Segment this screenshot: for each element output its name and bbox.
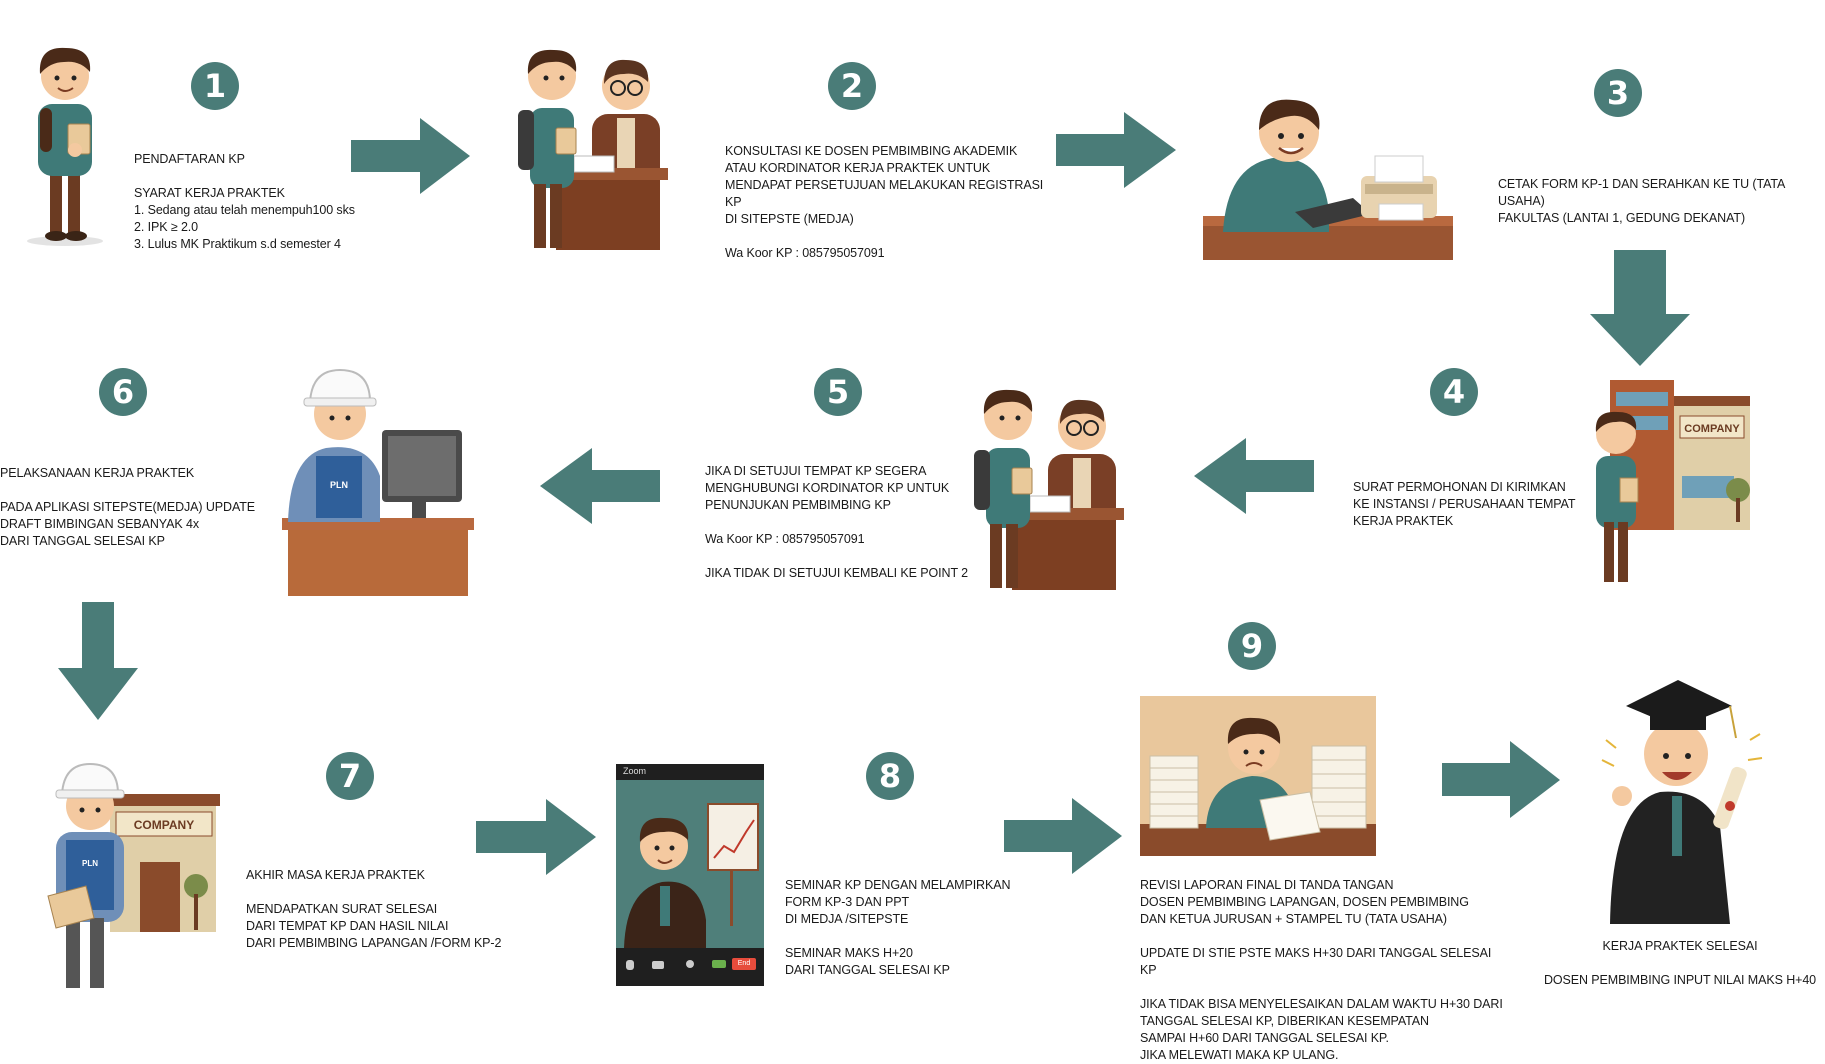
- step-5-badge: 5: [814, 368, 862, 416]
- pln-logo: PLN: [330, 480, 348, 490]
- zoom-share-icon[interactable]: [712, 960, 726, 968]
- step-8-badge: 8: [866, 752, 914, 800]
- worker-company-illustration: COMPANY PLN: [47, 762, 220, 988]
- step-4-badge: 4: [1430, 368, 1478, 416]
- zoom-video-icon[interactable]: [652, 961, 664, 969]
- student-illustration: [27, 47, 103, 246]
- step-6-text: PELAKSANAAN KERJA PRAKTEK PADA APLIKASI …: [0, 466, 256, 548]
- zoom-window: Zoom End: [616, 764, 764, 986]
- step-3-text: CETAK FORM KP-1 DAN SERAHKAN KE TU (TATA…: [1498, 177, 1785, 225]
- step-9-text: REVISI LAPORAN FINAL DI TANDA TANGAN DOS…: [1140, 878, 1503, 1062]
- step-2-text: KONSULTASI KE DOSEN PEMBIMBING AKADEMIK …: [725, 144, 1044, 260]
- printer-illustration: [1203, 99, 1453, 260]
- graduate-illustration: [1601, 680, 1763, 924]
- consultation-illustration: [518, 49, 668, 250]
- company-sign-2: COMPANY: [134, 818, 194, 832]
- zoom-title: Zoom: [623, 766, 647, 776]
- zoom-mic-icon[interactable]: [626, 960, 634, 970]
- step-1-badge: 1: [191, 62, 239, 110]
- company-building-illustration: COMPANY: [1595, 380, 1750, 582]
- step-6-badge: 6: [99, 368, 147, 416]
- step-9-badge: 9: [1228, 622, 1276, 670]
- final-text: KERJA PRAKTEK SELESAI DOSEN PEMBIMBING I…: [1543, 939, 1817, 987]
- coordinator-meeting-illustration: [974, 389, 1124, 590]
- step-7-text: AKHIR MASA KERJA PRAKTEK MENDAPATKAN SUR…: [246, 868, 502, 950]
- step-7-badge: 7: [326, 752, 374, 800]
- step-5-text: JIKA DI SETUJUI TEMPAT KP SEGERA MENGHUB…: [705, 464, 968, 580]
- revision-illustration: [1140, 696, 1376, 856]
- step-4-text: SURAT PERMOHONAN DI KIRIMKAN KE INSTANSI…: [1353, 480, 1576, 528]
- step-2-badge: 2: [828, 62, 876, 110]
- step-1-text: PENDAFTARAN KP SYARAT KERJA PRAKTEK 1. S…: [134, 152, 355, 251]
- zoom-end-button[interactable]: End: [732, 958, 756, 970]
- worker-computer-illustration: PLN: [282, 368, 474, 596]
- presenter-illustration: [616, 780, 764, 948]
- step-8-text: SEMINAR KP DENGAN MELAMPIRKAN FORM KP-3 …: [785, 878, 1011, 977]
- company-sign: COMPANY: [1684, 423, 1740, 435]
- zoom-participants-icon[interactable]: [686, 960, 694, 968]
- step-3-badge: 3: [1594, 69, 1642, 117]
- pln-logo-2: PLN: [82, 859, 98, 868]
